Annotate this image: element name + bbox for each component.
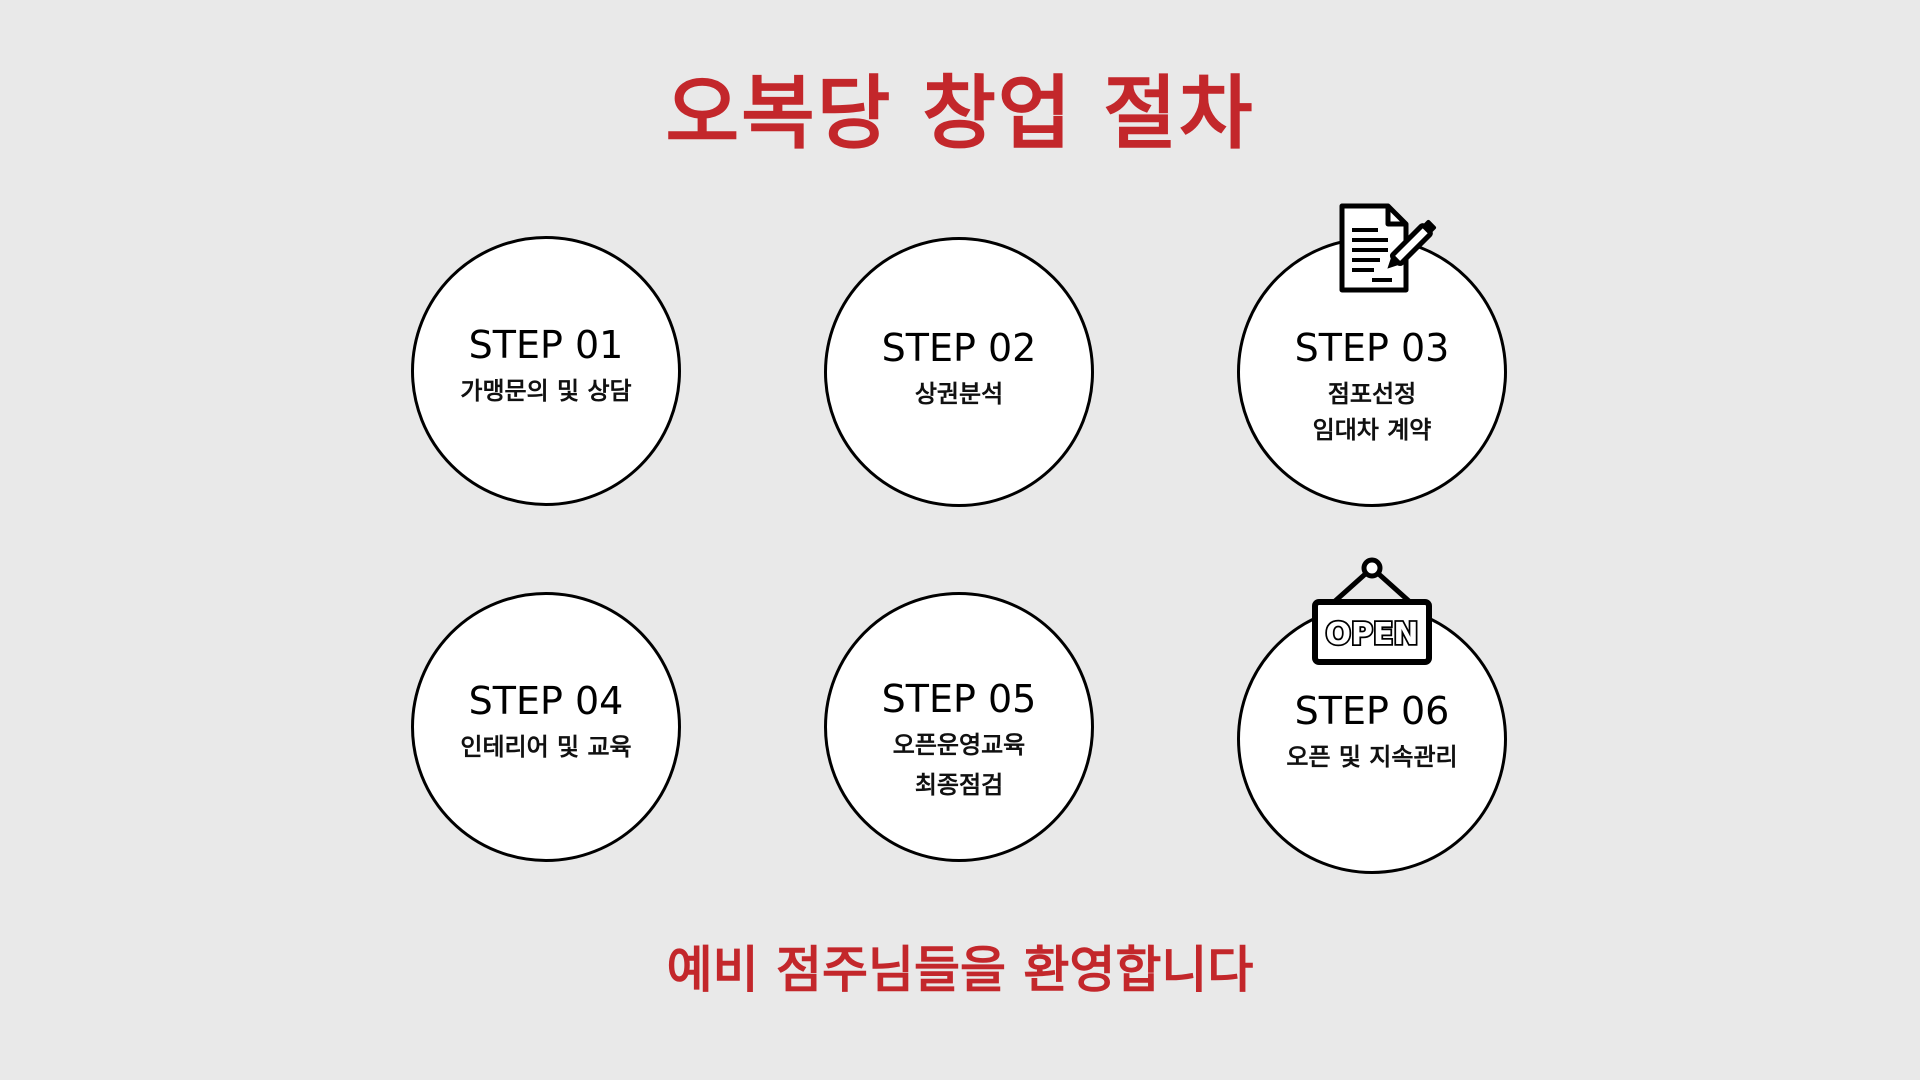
step-label: STEP 02 [881, 326, 1037, 370]
step-description: 상권분석 [914, 380, 1004, 408]
step-label: STEP 04 [468, 679, 624, 723]
step-description: 오픈 및 지속관리 [1286, 743, 1458, 771]
step-description: 인테리어 및 교육 [460, 733, 632, 761]
step-label: STEP 03 [1294, 326, 1450, 370]
step-04-circle: STEP 04 인테리어 및 교육 [411, 592, 681, 862]
step-05-circle: STEP 05 오픈운영교육 최종점검 [824, 592, 1094, 862]
step-description-line2: 임대차 계약 [1312, 416, 1432, 444]
step-01-circle: STEP 01 가맹문의 및 상담 [411, 236, 681, 506]
open-sign-icon: OPEN [1312, 557, 1432, 665]
step-label: STEP 06 [1294, 689, 1450, 733]
contract-document-pen-icon [1339, 203, 1437, 293]
step-description-line2: 최종점검 [914, 771, 1004, 799]
step-description: 점포선정 [1327, 380, 1417, 408]
step-description: 가맹문의 및 상담 [460, 377, 632, 405]
open-sign-text: OPEN [1325, 617, 1418, 652]
step-label: STEP 01 [468, 323, 624, 367]
step-description: 오픈운영교육 [892, 731, 1026, 759]
page-title: 오복당 창업 절차 [665, 67, 1255, 160]
welcome-subtitle: 예비 점주님들을 환영합니다 [666, 941, 1254, 999]
step-02-circle: STEP 02 상권분석 [824, 237, 1094, 507]
step-label: STEP 05 [881, 677, 1037, 721]
